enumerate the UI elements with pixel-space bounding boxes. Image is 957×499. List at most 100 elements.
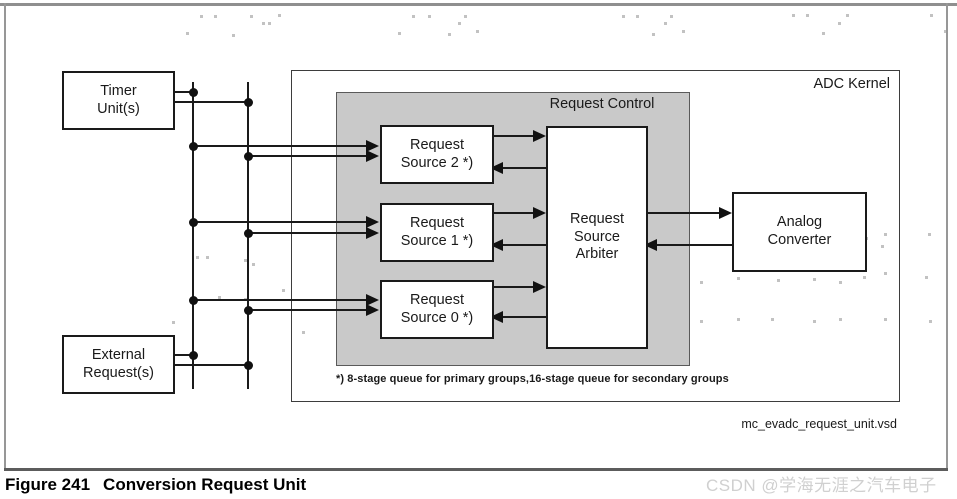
arbiter-label: Arbiter (575, 246, 619, 263)
junction-dot (243, 360, 253, 370)
request-control-label: Request Control (549, 96, 655, 112)
request-source-2-label: Request (409, 136, 464, 153)
junction-dot (188, 217, 198, 227)
connector-line (171, 354, 194, 356)
arbiter-label: Request (569, 210, 624, 227)
arrowhead-right-icon (533, 281, 546, 293)
scan-artifact-dot (813, 320, 816, 323)
timer-unit-label: Timer (100, 82, 137, 99)
request-source-0-block: Request Source 0 *) (380, 280, 494, 339)
analog-converter-block: Analog Converter (732, 192, 867, 272)
connector-line (644, 212, 720, 214)
request-source-2-label: Source 2 *) (400, 154, 474, 171)
timer-unit-label: Unit(s) (97, 100, 140, 117)
scan-artifact-dot (881, 245, 884, 248)
scan-artifact-dot (930, 14, 933, 17)
scan-artifact-dot (206, 256, 209, 259)
scan-artifact-dot (186, 32, 189, 35)
junction-dot (243, 228, 253, 238)
figure-number: Figure 241 (5, 475, 91, 494)
figure-title: Conversion Request Unit (103, 475, 307, 494)
scan-artifact-dot (282, 289, 285, 292)
bus-line (192, 82, 194, 389)
analog-converter-label: Analog (776, 214, 823, 231)
scan-artifact-dot (200, 15, 203, 18)
scan-artifact-dot (884, 272, 887, 275)
request-source-2-block: Request Source 2 *) (380, 125, 494, 184)
arrowhead-right-icon (533, 130, 546, 142)
scan-artifact-dot (250, 15, 253, 18)
scan-artifact-dot (863, 276, 866, 279)
scan-artifact-dot (428, 15, 431, 18)
vsd-file-label: mc_evadc_request_unit.vsd (741, 417, 897, 431)
scan-artifact-dot (664, 22, 667, 25)
connector-line (171, 364, 249, 366)
scan-artifact-dot (398, 32, 401, 35)
arrowhead-right-icon (533, 207, 546, 219)
scan-artifact-dot (252, 263, 255, 266)
arrowhead-right-icon (366, 216, 379, 228)
scan-artifact-dot (928, 233, 931, 236)
connector-line (248, 232, 367, 234)
watermark-text: CSDN @学海无涯之汽车电子 (706, 476, 937, 495)
scan-artifact-dot (944, 30, 947, 33)
scan-artifact-dot (838, 22, 841, 25)
junction-dot (188, 141, 198, 151)
junction-dot (188, 87, 198, 97)
scan-artifact-dot (172, 321, 175, 324)
scan-artifact-dot (214, 15, 217, 18)
junction-dot (243, 305, 253, 315)
scan-artifact-dot (700, 281, 703, 284)
queue-footnote: *) 8-stage queue for primary groups,16-s… (336, 373, 729, 385)
scan-artifact-dot (682, 30, 685, 33)
connector-line (248, 155, 367, 157)
scan-artifact-dot (218, 296, 221, 299)
figure-frame-bottom (4, 468, 948, 471)
scan-artifact-dot (458, 22, 461, 25)
connector-line (490, 212, 534, 214)
connector-line (171, 101, 249, 103)
scan-artifact-dot (448, 33, 451, 36)
junction-dot (243, 97, 253, 107)
external-request-label: External (91, 346, 146, 363)
junction-dot (188, 350, 198, 360)
scan-artifact-dot (839, 281, 842, 284)
scan-artifact-dot (884, 318, 887, 321)
scan-artifact-dot (700, 320, 703, 323)
scan-artifact-dot (622, 15, 625, 18)
scan-artifact-dot (925, 276, 928, 279)
request-source-1-label: Request (409, 214, 464, 231)
junction-dot (243, 151, 253, 161)
scan-artifact-dot (806, 14, 809, 17)
scan-artifact-dot (813, 278, 816, 281)
connector-line (193, 145, 367, 147)
scan-artifact-dot (670, 15, 673, 18)
scan-artifact-dot (792, 14, 795, 17)
arrowhead-right-icon (719, 207, 732, 219)
scan-artifact-dot (412, 15, 415, 18)
figure-caption: Figure 241 Conversion Request Unit (5, 475, 306, 495)
scan-artifact-dot (839, 318, 842, 321)
arbiter-label: Source (574, 228, 620, 245)
arrowhead-right-icon (366, 227, 379, 239)
connector-line (193, 299, 367, 301)
connector-line (490, 135, 534, 137)
connector-line (490, 286, 534, 288)
connector-line (502, 244, 546, 246)
arrowhead-right-icon (366, 150, 379, 162)
request-source-1-label: Source 1 *) (400, 232, 474, 249)
request-source-0-label: Source 0 *) (400, 309, 474, 326)
scan-artifact-dot (464, 15, 467, 18)
junction-dot (188, 295, 198, 305)
scan-artifact-dot (196, 256, 199, 259)
scan-artifact-dot (636, 15, 639, 18)
scan-artifact-dot (262, 22, 265, 25)
adc-kernel-label: ADC Kernel (813, 76, 890, 92)
external-request-block: External Request(s) (62, 335, 175, 394)
arrowhead-right-icon (366, 140, 379, 152)
request-source-arbiter-block: Request Source Arbiter (546, 126, 648, 349)
timer-unit-block: Timer Unit(s) (62, 71, 175, 130)
scan-artifact-dot (822, 32, 825, 35)
scan-artifact-dot (737, 277, 740, 280)
request-source-0-label: Request (409, 291, 464, 308)
